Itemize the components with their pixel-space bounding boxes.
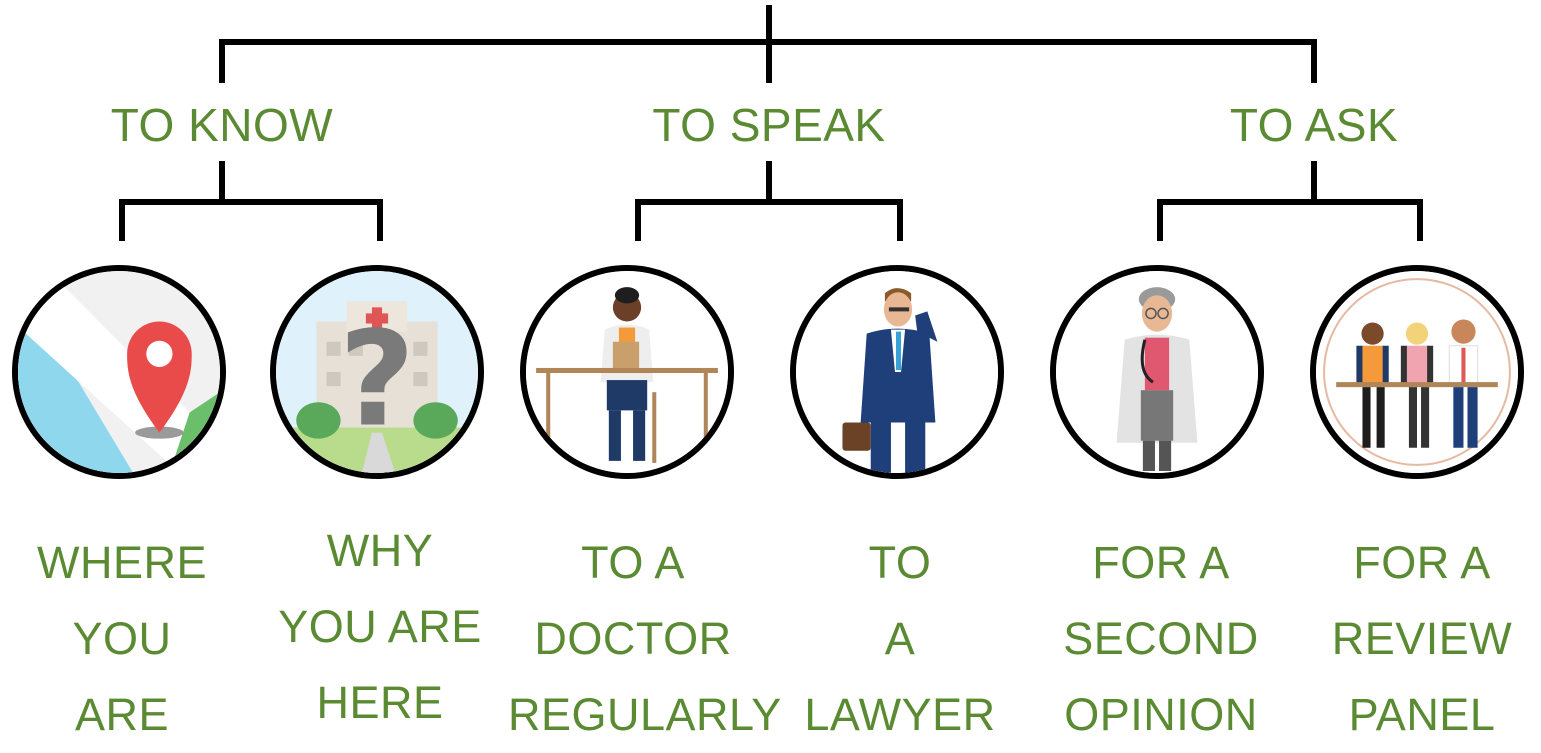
group-label-to-ask: TO ASK <box>1229 99 1399 151</box>
map-pin-icon <box>12 265 226 479</box>
review-panel-icon <box>1310 265 1524 479</box>
senior-doctor-icon <box>1050 265 1264 479</box>
hospital-question-icon: ? <box>270 265 484 479</box>
doctor-at-desk-icon <box>520 265 734 479</box>
lawyer-on-phone-icon <box>790 265 1004 479</box>
group-label-to-know: TO KNOW <box>110 99 334 151</box>
group-label-to-speak: TO SPEAK <box>652 99 886 151</box>
svg-text:?: ? <box>339 303 415 456</box>
